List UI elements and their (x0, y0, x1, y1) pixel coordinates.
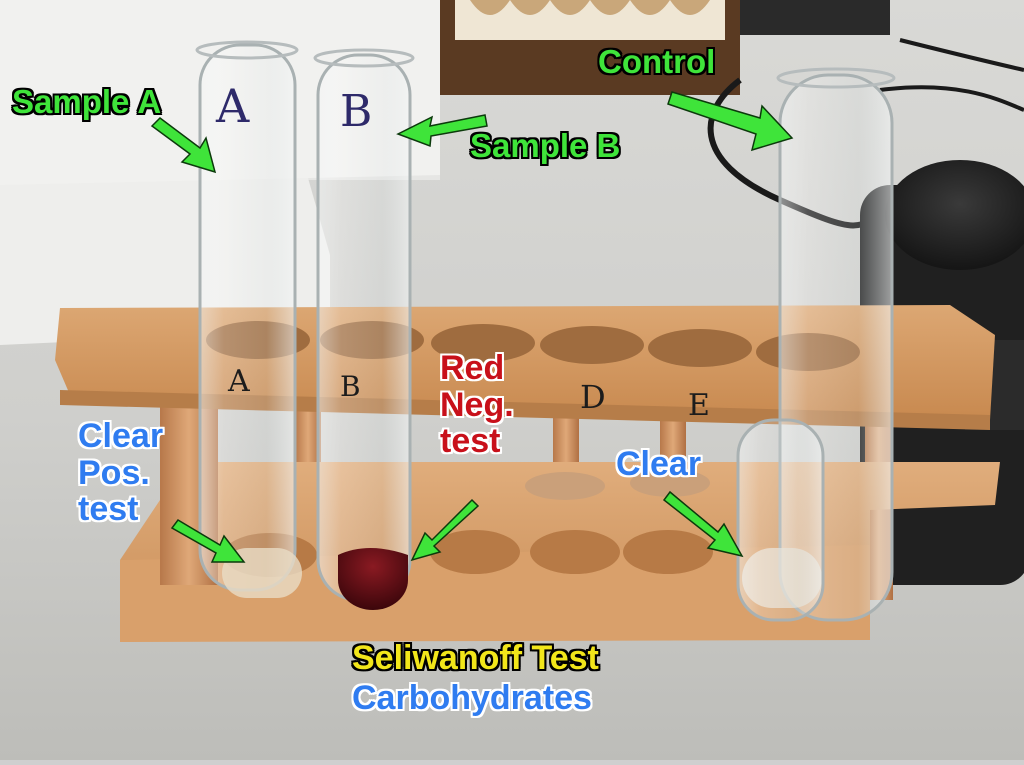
clear-pos-line-2: Pos. (78, 453, 150, 492)
rack-mark-a: A (228, 364, 250, 399)
tube-mark-a-top: A (216, 79, 250, 133)
rack-mark-d: D (580, 378, 606, 416)
rack-mark-e: E (688, 388, 710, 423)
caption-title: Seliwanoff Test (352, 639, 599, 677)
red-neg-line-1: Red (440, 349, 505, 387)
clear-pos-line-1: Clear (78, 417, 164, 455)
label-red-neg-test: Red Neg. test (440, 350, 514, 460)
clear-pos-line-3: test (78, 490, 139, 529)
red-neg-line-2: Neg. (440, 385, 514, 424)
rack-mark-b: B (340, 370, 361, 403)
label-clear: Clear (616, 445, 702, 483)
red-neg-line-3: test (440, 422, 501, 461)
caption-subtitle: Carbohydrates (352, 679, 592, 717)
label-sample-b: Sample B (470, 127, 621, 164)
label-clear-pos-test: Clear Pos. test (78, 418, 163, 528)
label-control: Control (598, 43, 716, 80)
tube-mark-b-top: B (340, 86, 373, 137)
label-sample-a: Sample A (12, 83, 162, 120)
